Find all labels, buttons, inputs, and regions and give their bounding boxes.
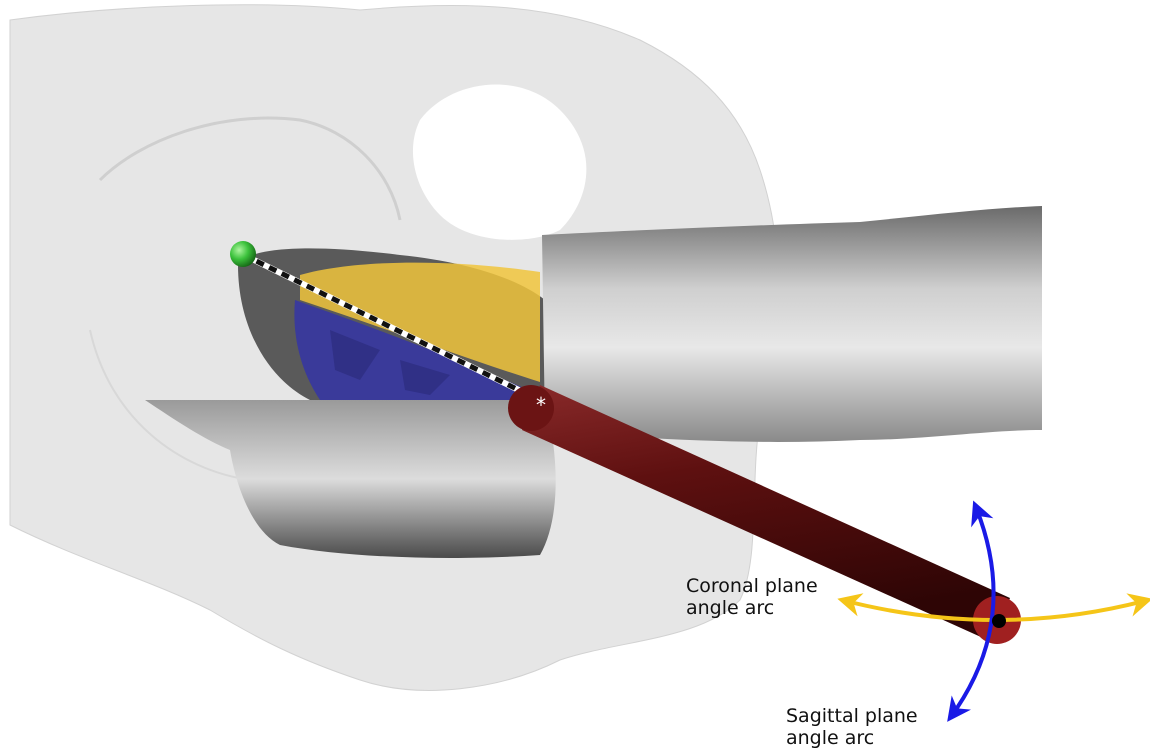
sagittal-label: Sagittal plane angle arc: [786, 705, 918, 749]
femur-shaft: [542, 206, 1042, 442]
sagittal-label-line1: Sagittal plane: [786, 705, 918, 727]
sagittal-label-line2: angle arc: [786, 727, 918, 749]
green-marker-sphere: [230, 241, 256, 267]
rod-base: [508, 385, 554, 431]
coronal-label-line2: angle arc: [686, 597, 818, 619]
coronal-label-line1: Coronal plane: [686, 575, 818, 597]
coronal-label: Coronal plane angle arc: [686, 575, 818, 619]
pivot-point: [992, 614, 1006, 628]
center-marker: *: [536, 393, 546, 417]
